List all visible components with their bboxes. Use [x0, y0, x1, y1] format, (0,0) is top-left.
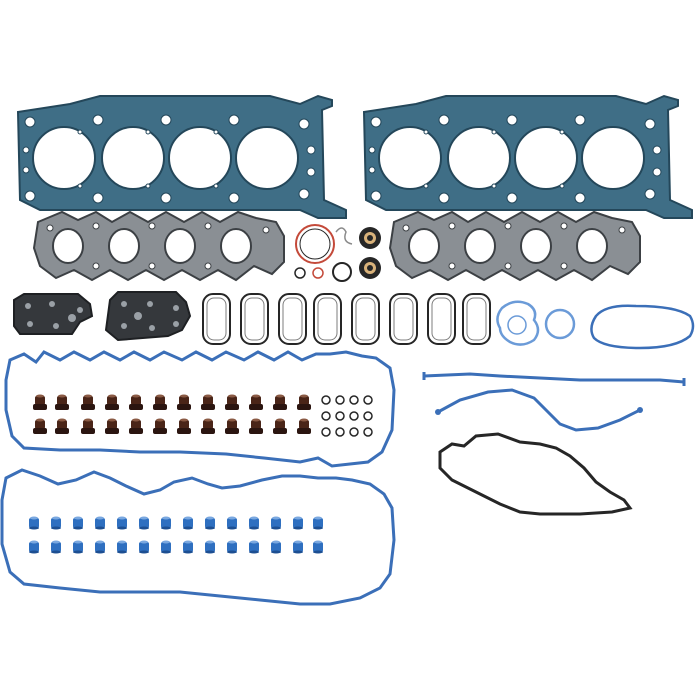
- valve-stem-seals-blue: [29, 516, 323, 554]
- water-outlet-seal: [496, 300, 540, 346]
- small-orings: [321, 395, 373, 437]
- intake-manifold-gasket-right: [389, 211, 641, 281]
- valve-stem-seals-brown: [33, 394, 311, 434]
- center-seal-cluster: [294, 224, 381, 282]
- timing-cover-strip-upper: [422, 372, 686, 386]
- carrier-gasket-left: [13, 293, 94, 335]
- cylinder-head-gasket-left: [17, 95, 347, 219]
- valve-cover-gasket-lower: [0, 468, 396, 606]
- front-cover-gasket: [438, 432, 633, 516]
- carrier-gasket-right: [104, 291, 192, 342]
- timing-cover-strip-lower: [435, 388, 643, 432]
- valve-cover-gasket-upper: [4, 350, 396, 468]
- oval-blue-seal: [590, 304, 695, 350]
- intake-manifold-gasket-left: [33, 211, 285, 281]
- cylinder-head-gasket-right: [363, 95, 693, 219]
- rectangular-seal-row: [202, 293, 491, 345]
- round-blue-seal: [544, 308, 576, 340]
